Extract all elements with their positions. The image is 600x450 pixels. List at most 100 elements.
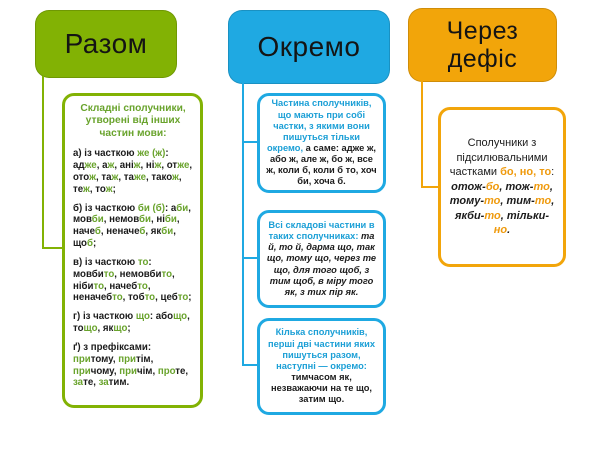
text-segment: , (549, 180, 553, 193)
connector-defis-horizontal (421, 186, 439, 188)
text-segment: тим- (506, 195, 535, 208)
text-segment: , мов (73, 202, 191, 226)
text-segment: но (493, 224, 508, 237)
text-segment: би (91, 214, 104, 226)
text-segment: отож- (451, 180, 486, 193)
paragraph: ґ) з префіксами: притому, притім, причом… (73, 342, 193, 389)
text-segment: : або (149, 311, 174, 323)
text-segment: , та (95, 171, 112, 183)
header-okremo[interactable]: Окремо (228, 10, 390, 84)
text-segment: : а (164, 202, 177, 214)
header-cherez-defis[interactable]: Через дефіс (408, 8, 557, 82)
text-segment: Складні сполучники, утворені від інших ч… (80, 103, 186, 139)
paragraph: б) із часткою би (б): аби, мовби, немовб… (73, 203, 193, 250)
text-segment: , ніби (73, 268, 175, 292)
textbox-okremo-3[interactable]: Кілька сполучників, перші дві частини як… (257, 318, 386, 415)
text-segment: , як (97, 323, 114, 335)
text-segment: ж (83, 183, 90, 195)
text-segment: те, (175, 365, 189, 377)
text-segment: що (83, 323, 98, 335)
text-segment: бо (485, 180, 500, 193)
text-segment: , (500, 209, 507, 222)
text-segment: , немовби (114, 268, 162, 280)
header-razom[interactable]: Разом (35, 10, 177, 78)
text-segment: б (139, 226, 146, 238)
text-segment: ж (133, 160, 141, 172)
textbox-okremo-1[interactable]: Частина сполучників, що мають при собі ч… (257, 93, 386, 193)
text-segment: би (139, 214, 151, 226)
text-segment: , ні (140, 160, 155, 172)
text-segment: ; (127, 323, 131, 335)
connector-okremo-branch-1 (242, 141, 258, 143)
textbox-razom[interactable]: Складні сполучники, утворені від інших ч… (62, 93, 203, 408)
connector-razom-horizontal (42, 247, 63, 249)
text-segment: : ад (73, 148, 169, 172)
text-segment: , немов (103, 214, 140, 226)
text-segment: тім, (135, 353, 154, 365)
text-segment: ; (112, 183, 116, 195)
text-segment: що (113, 323, 128, 335)
text-segment: то (533, 180, 550, 193)
paragraph: Всі складові частини в таких сполучниках… (266, 220, 377, 298)
text-segment: при (73, 365, 91, 377)
paragraph: Частина сполучників, що мають при собі ч… (266, 98, 377, 187)
text-segment: , (500, 195, 507, 208)
text-segment: , як (145, 226, 162, 238)
text-segment: то (161, 268, 173, 280)
text-segment: б (94, 226, 101, 238)
text-segment: би (161, 226, 174, 238)
text-segment: що (135, 311, 150, 323)
text-segment: , (551, 195, 555, 208)
text-segment: Кілька сполучників, перші дві частини як… (267, 327, 376, 371)
text-segment: , (499, 180, 506, 193)
text-segment: би (б) (137, 202, 165, 214)
text-segment: то (112, 292, 123, 304)
paragraph: а) із часткою же (ж): адже, аж, аніж, ні… (73, 148, 193, 195)
text-segment: же (177, 160, 190, 172)
connector-okremo-branch-3 (242, 364, 258, 366)
text-segment: , а (96, 160, 108, 172)
text-segment: тож- (505, 180, 534, 193)
text-segment: б (86, 238, 93, 250)
text-segment: тому- (449, 195, 485, 208)
textbox-cherez-defis[interactable]: Сполучники з підсилювальними частками бо… (438, 107, 566, 267)
text-segment: ж (154, 160, 162, 172)
text-segment: , неначеб (73, 280, 151, 304)
text-segment: , цеб (155, 292, 178, 304)
text-segment: ж (111, 171, 119, 183)
text-segment: , то (89, 183, 106, 195)
text-segment: . (507, 224, 511, 237)
text-segment: ж (89, 171, 96, 183)
text-segment: чому, (90, 365, 120, 377)
text-segment: , то (73, 311, 190, 335)
text-segment: то (137, 280, 148, 292)
textbox-okremo-2[interactable]: Всі складові частини в таких сполучниках… (257, 210, 386, 308)
text-segment: при (73, 353, 91, 365)
text-segment: Сполучники з підсилювальними частками (449, 137, 548, 179)
text-segment: : (551, 166, 555, 179)
paragraph: Складні сполучники, утворені від інших ч… (73, 103, 193, 140)
text-segment: ; (188, 292, 192, 304)
connector-razom-vertical (42, 76, 44, 249)
text-segment: же (133, 171, 147, 183)
text-segment: же (84, 160, 97, 172)
text-segment: то (177, 292, 189, 304)
paragraph: в) із часткою то: мовбито, немовбито, ні… (73, 257, 193, 304)
text-segment: , ані (114, 160, 134, 172)
text-segment: Частина сполучників, що мають при собі ч… (266, 98, 372, 153)
text-segment: : мовби (73, 256, 152, 280)
text-segment: ж (172, 171, 179, 183)
text-segment: то (103, 268, 115, 280)
text-segment: , от (161, 160, 178, 172)
text-segment: то (144, 292, 156, 304)
text-segment: ж (107, 160, 115, 172)
text-segment: те, (83, 377, 99, 389)
text-segment: за (98, 377, 109, 389)
text-segment: в) із часткою (73, 256, 138, 268)
text-segment: що (173, 311, 188, 323)
text-segment: г) із часткою (73, 311, 136, 323)
text-segment: , ото (73, 160, 193, 183)
text-segment: би (176, 202, 189, 214)
text-segment: , начеб (104, 280, 138, 292)
